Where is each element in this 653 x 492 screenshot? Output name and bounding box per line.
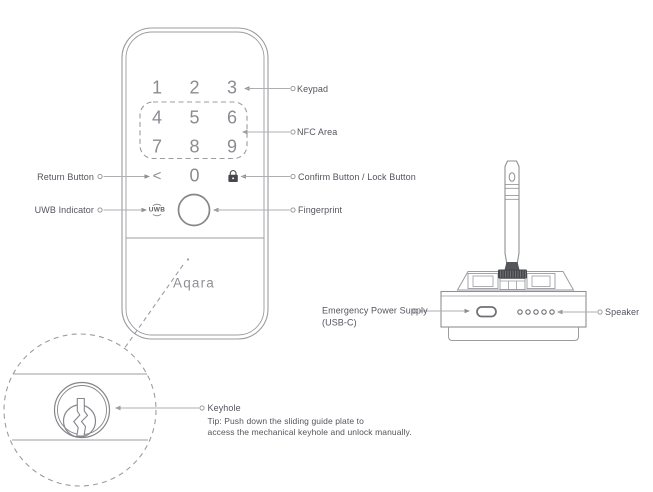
lock-body-inner	[125, 31, 265, 336]
aqara-logo: Aqara	[172, 275, 216, 290]
keypad-digit-7: 7	[151, 136, 163, 157]
detail-zoom-circle	[3, 333, 157, 487]
knurled-knob	[498, 269, 527, 279]
leader-keyhole	[115, 405, 205, 411]
keyhole-title: Keyhole	[207, 402, 241, 413]
callout-keyhole: Keyhole Tip: Push down the sliding guide…	[208, 403, 412, 438]
keypad-digit-3: 3	[226, 77, 238, 98]
device-body	[440, 290, 587, 328]
callout-leaders	[97, 85, 603, 411]
return-chevron-icon: <	[152, 167, 162, 185]
bottom-view-device	[440, 160, 587, 341]
keypad-digit-8: 8	[189, 136, 200, 157]
keypad-digit-4: 4	[151, 107, 163, 127]
keypad-digit-1: 1	[151, 77, 163, 98]
leader-nfc-area	[242, 129, 296, 135]
front-view-lock	[121, 27, 269, 350]
device-bottom-lip	[448, 327, 579, 341]
callout-fingerprint: Fingerprint	[298, 205, 343, 215]
callout-nfc-area: NFC Area	[297, 127, 338, 137]
leader-emergency-power	[412, 308, 470, 314]
callout-confirm-button: Confirm Button / Lock Button	[298, 171, 416, 182]
lock-mechanism	[456, 271, 575, 291]
keypad-digit-9: 9	[226, 136, 238, 157]
callout-return-button: Return Button	[37, 171, 94, 182]
fingerprint-sensor	[177, 193, 211, 227]
keyhole-tip-line1: Tip: Push down the sliding guide plate t…	[207, 416, 364, 426]
keypad-digit-6: 6	[226, 107, 238, 127]
callout-emergency-power: Emergency Power Supply (USB-C)	[322, 306, 428, 329]
keyhole-detail	[3, 333, 157, 487]
emergency-key	[504, 160, 520, 270]
usb-c-port-icon	[476, 306, 497, 318]
callout-keypad: Keypad	[297, 83, 329, 94]
keyhole-icon	[53, 381, 111, 439]
keypad-digit-5: 5	[189, 107, 200, 127]
padlock-icon	[228, 170, 238, 182]
keypad-digit-2: 2	[189, 77, 200, 98]
callout-speaker: Speaker	[605, 307, 640, 317]
callout-uwb-indicator: UWB Indicator	[34, 205, 94, 215]
detail-connector-dashed	[123, 264, 184, 350]
uwb-indicator-label: UWB	[148, 206, 166, 214]
leader-uwb-indicator	[97, 207, 147, 213]
keyhole-tip-line2: access the mechanical keyhole and unlock…	[207, 426, 412, 437]
connector-dot	[186, 258, 190, 261]
leader-fingerprint	[213, 207, 296, 213]
leader-confirm-button	[240, 173, 296, 180]
lock-body-outer	[121, 27, 269, 340]
emergency-power-line2: (USB-C)	[322, 317, 357, 327]
leader-return-button	[97, 173, 150, 180]
emergency-power-line1: Emergency Power Supply	[322, 305, 428, 316]
leader-speaker	[557, 309, 603, 315]
leader-keypad	[244, 85, 296, 92]
keypad-digit-0: 0	[189, 165, 200, 186]
speaker-holes-icon	[517, 309, 555, 315]
radio-waves-icon	[152, 203, 162, 217]
